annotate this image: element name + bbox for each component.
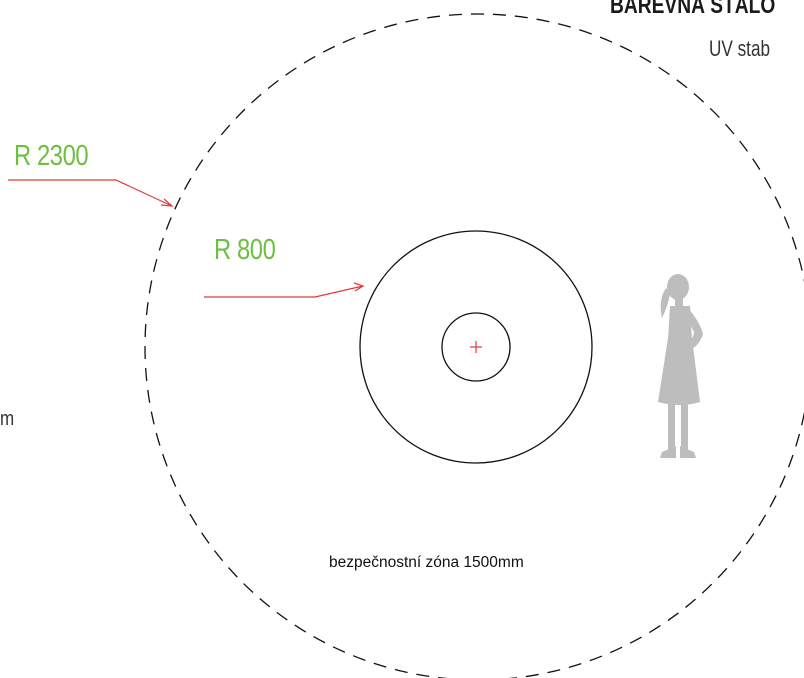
subtitle-label: UV stab — [709, 36, 771, 61]
side-text-fragment: m — [0, 408, 15, 430]
outer-radius-label: R 2300 — [14, 140, 89, 172]
inner-radius-label: R 800 — [214, 234, 276, 266]
safety-zone-label: bezpečnostní zóna 1500mm — [329, 554, 524, 571]
inner-radius-leader — [204, 282, 365, 298]
title-label: BAREVNÁ STÁLO — [610, 0, 776, 19]
center-cross-icon — [470, 341, 482, 353]
outer-dashed-circle — [144, 13, 804, 678]
child-silhouette-icon — [658, 274, 703, 458]
center-circle — [441, 312, 511, 382]
outer-radius-leader — [8, 179, 174, 207]
inner-circle — [359, 230, 593, 464]
